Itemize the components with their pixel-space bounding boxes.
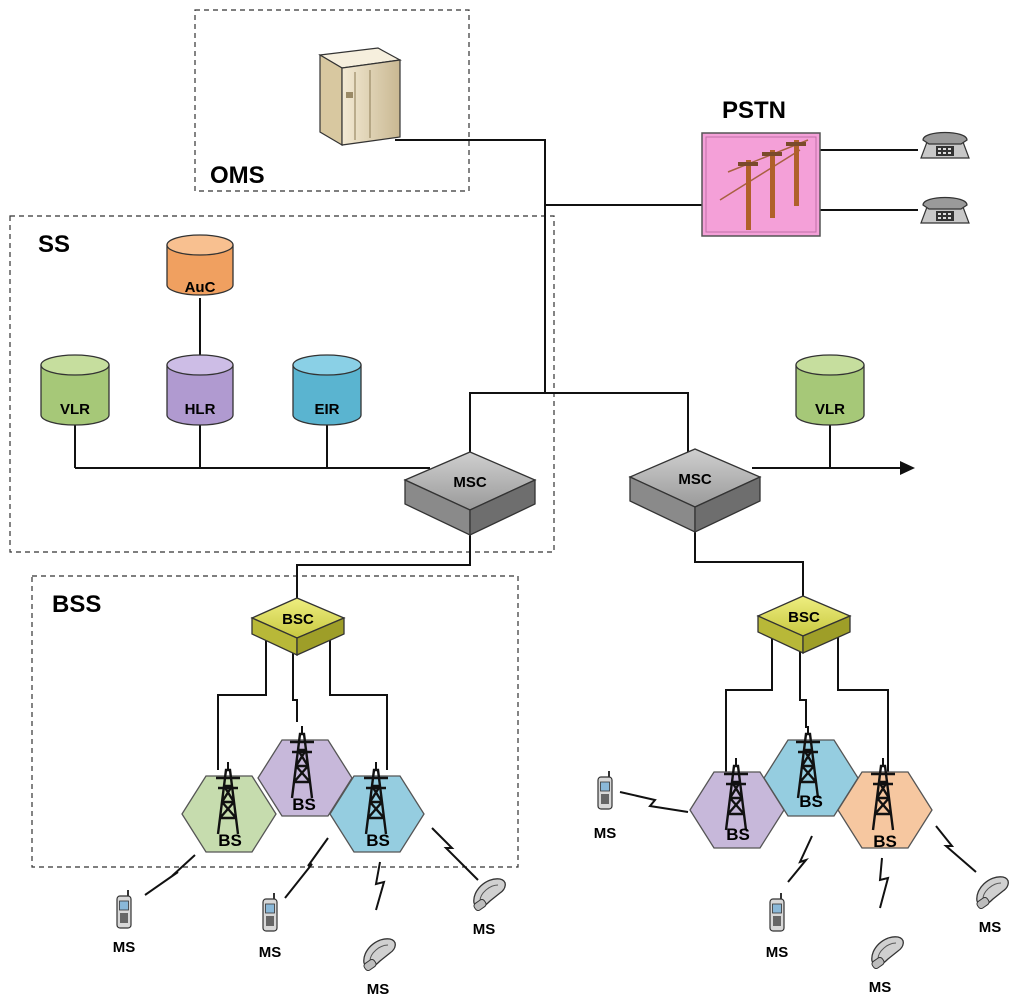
ss-label: SS — [38, 231, 70, 258]
bs-label: BS — [799, 792, 823, 811]
mobile-phone-icon — [262, 892, 278, 932]
desk-telephone-icon — [920, 131, 970, 159]
hlr-database: HLR — [166, 354, 234, 426]
mobile-station: MS — [362, 938, 396, 998]
vlr-label: VLR — [815, 401, 845, 418]
ms-label: MS — [979, 919, 1002, 936]
vlr-database: VLR — [795, 354, 865, 426]
ms-label: MS — [259, 944, 282, 961]
mobile-handset-icon — [362, 938, 396, 973]
oms-label: OMS — [210, 162, 265, 189]
bs-cell: BS — [329, 760, 425, 853]
mobile-phone-icon — [597, 770, 613, 810]
mobile-station: MS — [472, 878, 506, 938]
bs-label: BS — [218, 831, 242, 850]
bs-label: BS — [873, 832, 897, 851]
bs-cell: BS — [181, 760, 277, 853]
ms-label: MS — [869, 979, 892, 996]
bs-label: BS — [726, 825, 750, 844]
arrow-head-icon — [900, 461, 915, 475]
telephone-pole-icon — [719, 139, 809, 230]
auc-database: AuC — [166, 234, 234, 296]
bs-label: BS — [366, 831, 390, 850]
mobile-handset-icon — [975, 876, 1009, 911]
ss-group-box — [9, 215, 555, 553]
radio-links — [144, 791, 977, 911]
ms-label: MS — [113, 939, 136, 956]
pstn-label: PSTN — [722, 97, 786, 124]
bsc-label: BSC — [282, 611, 314, 628]
mobile-handset-icon — [472, 878, 506, 913]
mobile-station: MS — [975, 876, 1009, 936]
bs-label: BS — [292, 795, 316, 814]
server-icon — [318, 47, 402, 147]
bs-cell: BS — [257, 724, 353, 817]
bs-cell: BS — [763, 724, 859, 817]
bs-cell: BS — [837, 756, 933, 851]
bss-group-box — [31, 575, 519, 868]
msc-switch: MSC — [628, 448, 762, 534]
eir-label: EIR — [314, 401, 339, 418]
auc-label: AuC — [185, 279, 216, 296]
connection-lines — [74, 139, 918, 785]
mobile-phone-icon — [769, 892, 785, 932]
bs-cell: BS — [689, 756, 785, 849]
hlr-label: HLR — [185, 401, 216, 418]
ms-label: MS — [766, 944, 789, 961]
mobile-station: MS — [594, 770, 617, 842]
vlr-label: VLR — [60, 401, 90, 418]
bsc-switch: BSC — [250, 597, 346, 657]
ms-label: MS — [367, 981, 390, 998]
msc-label: MSC — [453, 474, 487, 491]
vlr-database: VLR — [40, 354, 110, 426]
mobile-station: MS — [869, 936, 904, 996]
mobile-handset-icon — [870, 936, 904, 971]
bsc-label: BSC — [788, 609, 820, 626]
msc-label: MSC — [678, 471, 712, 488]
bsc-switch: BSC — [756, 595, 852, 655]
eir-database: EIR — [292, 354, 362, 426]
msc-switch: MSC — [403, 451, 537, 537]
ms-label: MS — [594, 825, 617, 842]
mobile-station: MS — [259, 892, 282, 961]
mobile-phone-icon — [116, 889, 132, 929]
desk-telephone-icon — [920, 196, 970, 224]
oms-group-box — [194, 9, 470, 192]
pstn-cloud — [701, 132, 821, 237]
ms-label: MS — [473, 921, 496, 938]
mobile-station: MS — [766, 892, 789, 961]
mobile-station: MS — [113, 889, 136, 956]
bss-label: BSS — [52, 591, 101, 618]
